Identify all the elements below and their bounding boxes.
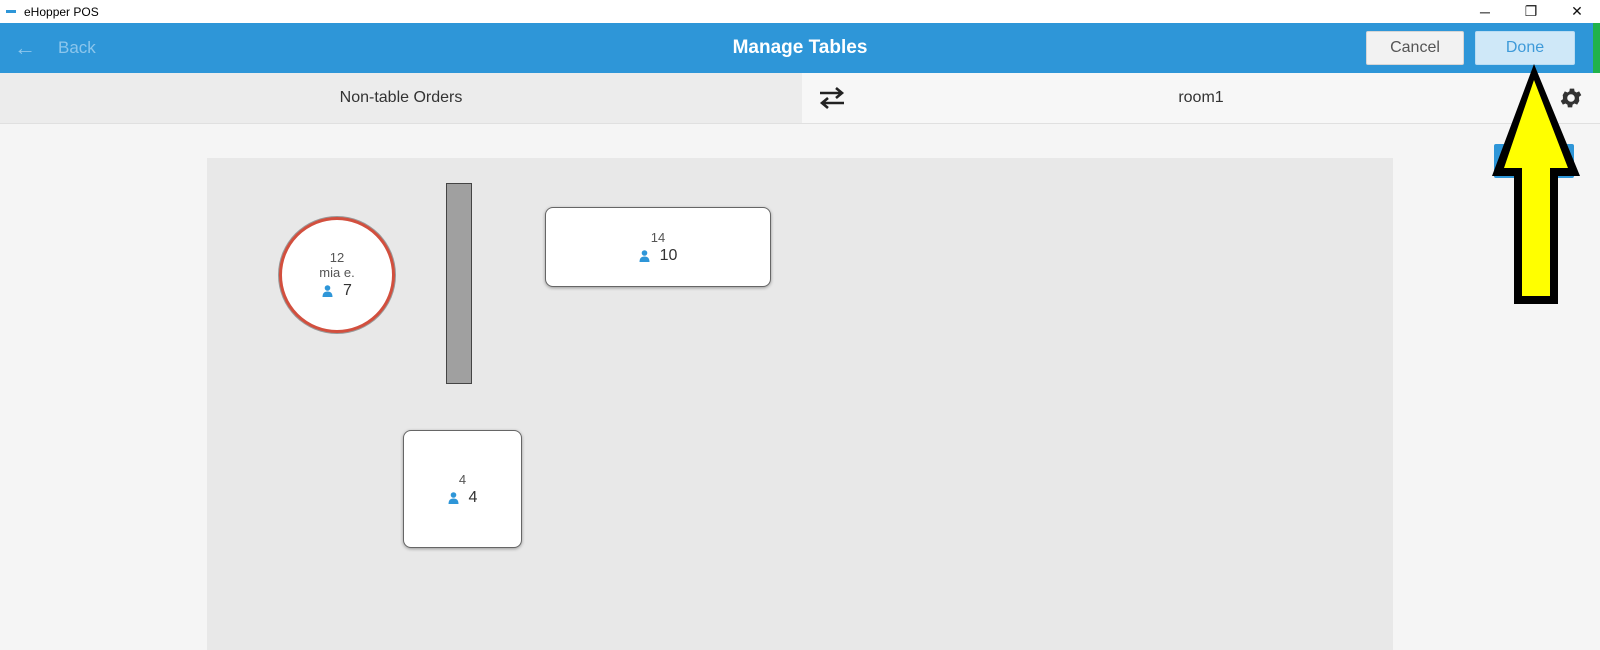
- table-4[interactable]: 4 4: [403, 430, 522, 548]
- window-title: eHopper POS: [24, 4, 99, 19]
- back-arrow-icon: ←: [14, 35, 36, 60]
- floor-plan: [207, 158, 1393, 650]
- back-label: Back: [58, 38, 96, 57]
- back-button[interactable]: ← Back: [14, 23, 96, 73]
- app-icon: [6, 10, 16, 13]
- guest-count: 4: [448, 488, 478, 507]
- guest-count: 10: [639, 246, 678, 265]
- room-tabs: Non-table Orders room1: [0, 73, 1600, 124]
- done-button[interactable]: Done: [1475, 31, 1575, 65]
- window-titlebar: eHopper POS ─ ❐ ✕: [0, 0, 1600, 23]
- guest-count-value: 4: [468, 488, 478, 506]
- guest-count-value: 7: [343, 282, 352, 299]
- person-icon: [448, 491, 459, 504]
- table-number: 12: [329, 250, 345, 265]
- page-title: Manage Tables: [732, 37, 868, 58]
- server-name: mia e.: [319, 265, 355, 280]
- room-name: room1: [1178, 89, 1224, 106]
- app-header: ← Back Manage Tables Cancel Done: [0, 23, 1600, 73]
- annotation-arrow-icon: [1492, 64, 1580, 304]
- table-14[interactable]: 14 10: [545, 207, 771, 287]
- tab-non-table-orders[interactable]: Non-table Orders: [0, 73, 802, 123]
- restore-button[interactable]: ❐: [1524, 3, 1538, 19]
- table-number: 4: [458, 471, 467, 487]
- table-12[interactable]: 12 mia e. 7: [279, 217, 395, 333]
- person-icon: [639, 249, 650, 262]
- bar-counter[interactable]: [446, 183, 472, 384]
- table-number: 14: [650, 229, 666, 245]
- swap-arrows-icon[interactable]: [818, 85, 846, 111]
- guest-count-value: 10: [659, 246, 678, 264]
- minimize-button[interactable]: ─: [1480, 3, 1490, 20]
- close-window-button[interactable]: ✕: [1571, 3, 1583, 19]
- tab-room[interactable]: room1: [802, 73, 1600, 123]
- person-icon: [322, 285, 333, 297]
- cancel-button[interactable]: Cancel: [1366, 31, 1464, 65]
- status-strip: [1593, 23, 1600, 73]
- gear-icon[interactable]: [1558, 85, 1584, 111]
- guest-count: 7: [322, 282, 352, 300]
